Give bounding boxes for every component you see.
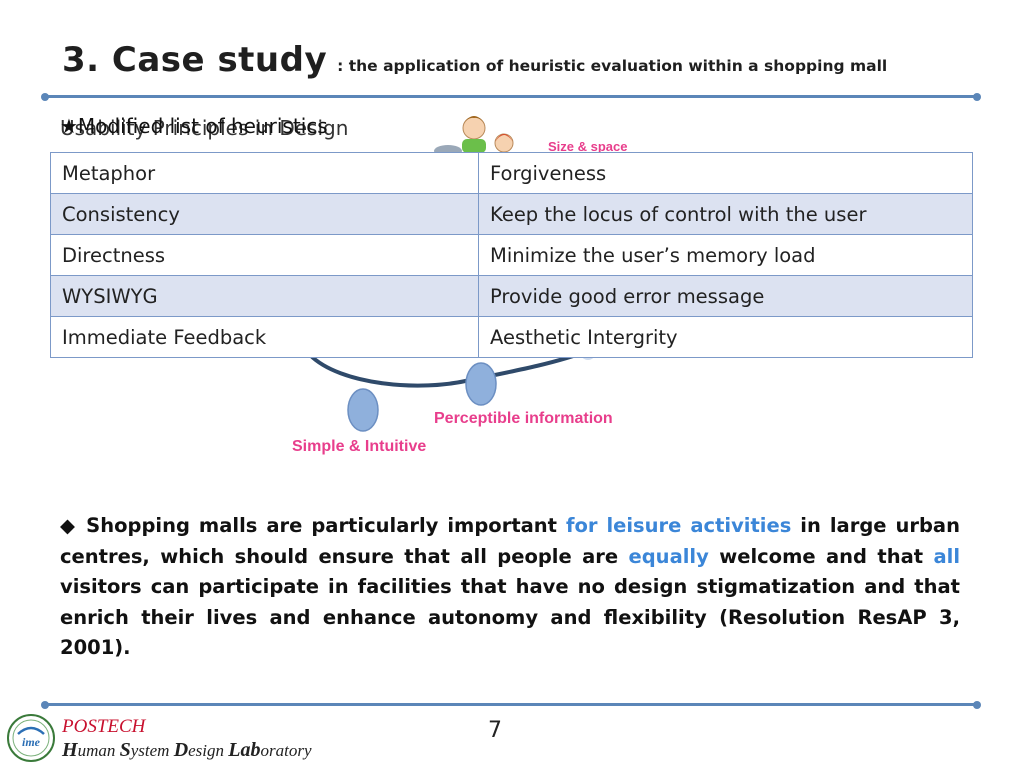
top-divider — [41, 92, 981, 101]
table-cell: Forgiveness — [478, 152, 973, 194]
bottom-divider — [41, 700, 981, 709]
paragraph-text: visitors can participate in facilities t… — [60, 575, 960, 659]
divider-end-dot — [973, 700, 981, 709]
highlight-leisure: for leisure activities — [565, 514, 792, 537]
logo-text: ime — [22, 735, 41, 749]
heading-usability-principles: Usability Principles in Design — [60, 116, 349, 140]
lab-word: ystem — [130, 741, 174, 760]
lab-name: Human System Design Laboratory — [62, 739, 312, 762]
lab-word: uman — [77, 741, 120, 760]
paragraph-text: welcome and that — [708, 544, 934, 568]
table-cell: Aesthetic Intergrity — [478, 316, 973, 358]
table-cell: WYSIWYG — [50, 275, 479, 317]
highlight-equally: equally — [628, 544, 709, 568]
divider-end-dot — [41, 92, 49, 101]
page-number: 7 — [488, 718, 502, 743]
table-cell: Consistency — [50, 193, 479, 235]
lab-initial: D — [173, 739, 189, 761]
table-row: WYSIWYG Provide good error message — [50, 275, 973, 317]
divider-end-dot — [973, 92, 981, 101]
label-simple-intuitive: Simple & Intuitive — [292, 438, 427, 455]
label-perceptible-information: Perceptible information — [434, 410, 613, 427]
title-main: 3. Case study — [62, 40, 328, 80]
table-cell: Directness — [50, 234, 479, 276]
heuristics-table: Metaphor Forgiveness Consistency Keep th… — [50, 152, 973, 358]
divider-end-dot — [41, 700, 49, 709]
title-subtitle: : the application of heuristic evaluatio… — [337, 57, 888, 75]
table-row: Consistency Keep the locus of control wi… — [50, 193, 973, 235]
table-row: Directness Minimize the user’s memory lo… — [50, 234, 973, 276]
label-size-space: Size & space — [548, 139, 628, 154]
paragraph-text: in large urban centres, which should ens… — [60, 514, 960, 568]
lab-word: oratory — [260, 741, 312, 760]
table-row: Metaphor Forgiveness — [50, 152, 973, 194]
people-icon — [462, 116, 514, 153]
table-cell: Immediate Feedback — [50, 316, 479, 358]
table-cell: Minimize the user’s memory load — [478, 234, 973, 276]
body-paragraph: ◆ Shopping malls are particularly import… — [60, 511, 960, 664]
table-cell: Metaphor — [50, 152, 479, 194]
highlight-all: all — [933, 544, 961, 568]
lab-word: esign — [188, 741, 229, 760]
table-row: Immediate Feedback Aesthetic Intergrity — [50, 316, 973, 358]
slide-title: 3. Case study : the application of heuris… — [62, 40, 887, 80]
table-cell: Provide good error message — [478, 275, 973, 317]
org-name: POSTECH — [62, 716, 146, 737]
lab-initial: H — [62, 739, 78, 761]
heading-modified-heuristics: ★Modified list of heuristics — [60, 114, 328, 138]
ime-logo: ime — [7, 714, 55, 762]
table-cell: Keep the locus of control with the user — [478, 193, 973, 235]
lab-initial: S — [119, 739, 131, 761]
lab-initial: Lab — [228, 739, 261, 761]
diagram-node-simple — [347, 388, 379, 432]
paragraph-text: ◆ Shopping malls are particularly import… — [60, 514, 566, 537]
diagram-node-perceptible — [465, 362, 497, 406]
